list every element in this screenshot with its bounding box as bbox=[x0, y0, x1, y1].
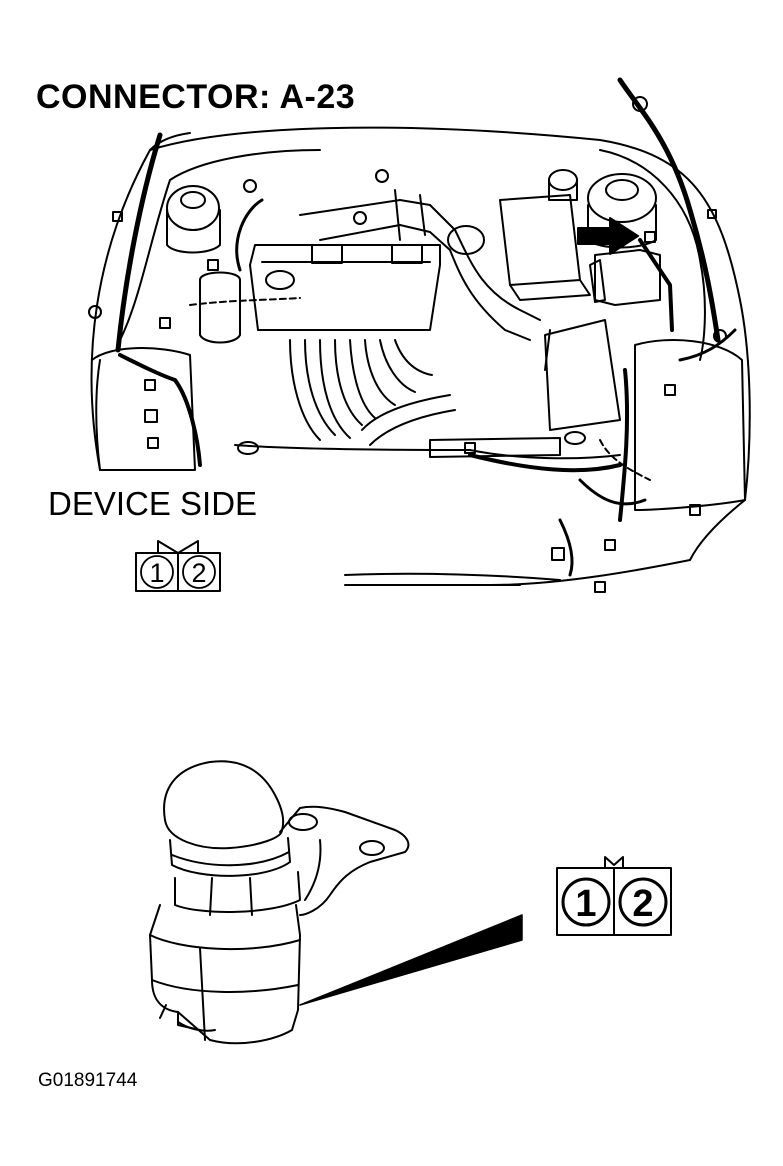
device-side-label: DEVICE SIDE bbox=[48, 485, 258, 522]
small-pin-2-label: 2 bbox=[191, 558, 206, 588]
leader-pointer bbox=[299, 914, 523, 1006]
figure-id: G01891744 bbox=[38, 1070, 138, 1091]
connector-small bbox=[135, 540, 221, 592]
large-pin-1-label: 1 bbox=[575, 883, 596, 925]
engine-bay-illustration-icon bbox=[88, 77, 751, 593]
large-pin-2-label: 2 bbox=[632, 883, 653, 925]
sensor-illustration-icon bbox=[149, 760, 410, 1045]
location-arrow-icon bbox=[577, 217, 639, 255]
connector-large bbox=[556, 856, 672, 936]
diagram-title: CONNECTOR: A-23 bbox=[36, 78, 356, 116]
small-pin-1-label: 1 bbox=[149, 558, 164, 588]
